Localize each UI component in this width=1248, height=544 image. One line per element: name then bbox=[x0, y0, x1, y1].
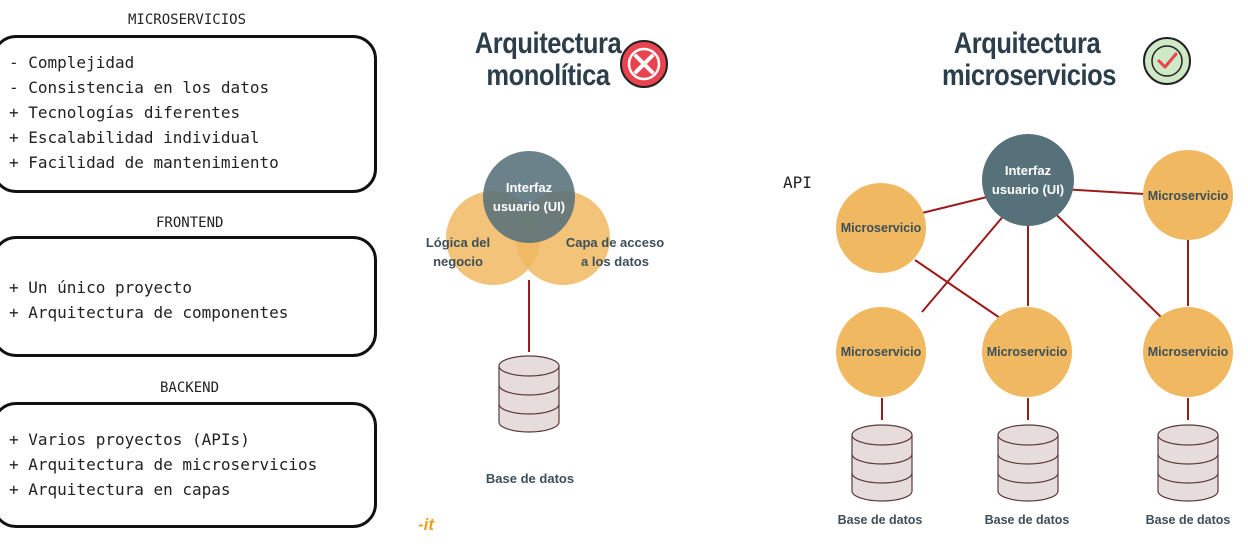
backend-card: + Varios proyectos (APIs) + Arquitectura… bbox=[0, 402, 377, 528]
ui-label-2: usuario (UI) bbox=[493, 199, 565, 214]
monolith-title: Arquitectura monolítica bbox=[463, 28, 633, 92]
microservice-node: Microservicio bbox=[1143, 150, 1233, 240]
microservice-node: Microservicio bbox=[1143, 307, 1233, 397]
microservice-node: Microservicio bbox=[836, 183, 926, 273]
db-label: Base de datos bbox=[838, 513, 923, 527]
list-item: + Varios proyectos (APIs) bbox=[9, 430, 250, 449]
ui-circle bbox=[483, 151, 575, 243]
list-item: + Un único proyecto bbox=[9, 278, 193, 297]
svg-text:usuario (UI): usuario (UI) bbox=[992, 182, 1064, 197]
x-circle-icon bbox=[620, 40, 668, 88]
database-icon bbox=[498, 355, 560, 433]
db-label: Base de datos bbox=[486, 471, 574, 486]
list-item: - Consistencia en los datos bbox=[9, 78, 270, 97]
svg-text:Interfaz: Interfaz bbox=[1005, 163, 1052, 178]
database-icon bbox=[997, 424, 1059, 502]
access-label-2: a los datos bbox=[581, 254, 649, 269]
svg-text:Microservicio: Microservicio bbox=[987, 345, 1068, 359]
list-item: + Tecnologías diferentes bbox=[9, 103, 241, 122]
microservicios-title: MICROSERVICIOS bbox=[128, 12, 247, 28]
frontend-title: FRONTEND bbox=[156, 215, 224, 231]
architecture-diagram: Interfaz usuario (UI) Lógica del negocio… bbox=[405, 0, 1248, 540]
db-label: Base de datos bbox=[1146, 513, 1231, 527]
list-item: + Arquitectura de componentes bbox=[9, 303, 289, 322]
micro-title-line1: Arquitectura bbox=[953, 27, 1101, 60]
microservices-section: Microservicio Microservicio Microservici… bbox=[783, 37, 1233, 527]
microservice-node: Microservicio bbox=[836, 307, 926, 397]
logic-label-1: Lógica del bbox=[426, 235, 490, 250]
logo-mark: -it bbox=[418, 515, 435, 534]
list-item: + Arquitectura de microservicios bbox=[9, 455, 318, 474]
database-icon bbox=[1157, 424, 1219, 502]
check-circle-icon bbox=[1143, 37, 1191, 85]
monolith-section: Interfaz usuario (UI) Lógica del negocio… bbox=[418, 40, 668, 534]
list-item: + Facilidad de mantenimiento bbox=[9, 153, 279, 172]
backend-title: BACKEND bbox=[160, 380, 220, 396]
monolith-title-line1: Arquitectura bbox=[474, 27, 622, 60]
micro-title-line2: microservicios bbox=[942, 59, 1117, 92]
microservices-title: Arquitectura microservicios bbox=[942, 27, 1117, 92]
svg-text:Microservicio: Microservicio bbox=[1148, 345, 1229, 359]
database-icon bbox=[851, 424, 913, 502]
monolith-title-line2: monolítica bbox=[486, 59, 610, 92]
api-label: API bbox=[783, 173, 812, 192]
ui-node: Interfaz usuario (UI) bbox=[982, 134, 1074, 226]
microservicios-card: - Complejidad - Consistencia en los dato… bbox=[0, 35, 377, 193]
access-label-1: Capa de acceso bbox=[566, 235, 664, 250]
list-item: + Arquitectura en capas bbox=[9, 480, 231, 499]
list-item: + Escalabilidad individual bbox=[9, 128, 260, 147]
list-item: - Complejidad bbox=[9, 53, 135, 72]
diagram-svg: Interfaz usuario (UI) Lógica del negocio… bbox=[418, 37, 1233, 534]
ui-label-1: Interfaz bbox=[506, 180, 553, 195]
db-label: Base de datos bbox=[985, 513, 1070, 527]
svg-text:Microservicio: Microservicio bbox=[841, 345, 922, 359]
svg-text:Microservicio: Microservicio bbox=[841, 221, 922, 235]
svg-text:Microservicio: Microservicio bbox=[1148, 189, 1229, 203]
summary-panel: MICROSERVICIOS - Complejidad - Consisten… bbox=[0, 0, 400, 540]
frontend-card: + Un único proyecto + Arquitectura de co… bbox=[0, 236, 377, 357]
microservice-node: Microservicio bbox=[982, 307, 1072, 397]
logic-label-2: negocio bbox=[433, 254, 483, 269]
